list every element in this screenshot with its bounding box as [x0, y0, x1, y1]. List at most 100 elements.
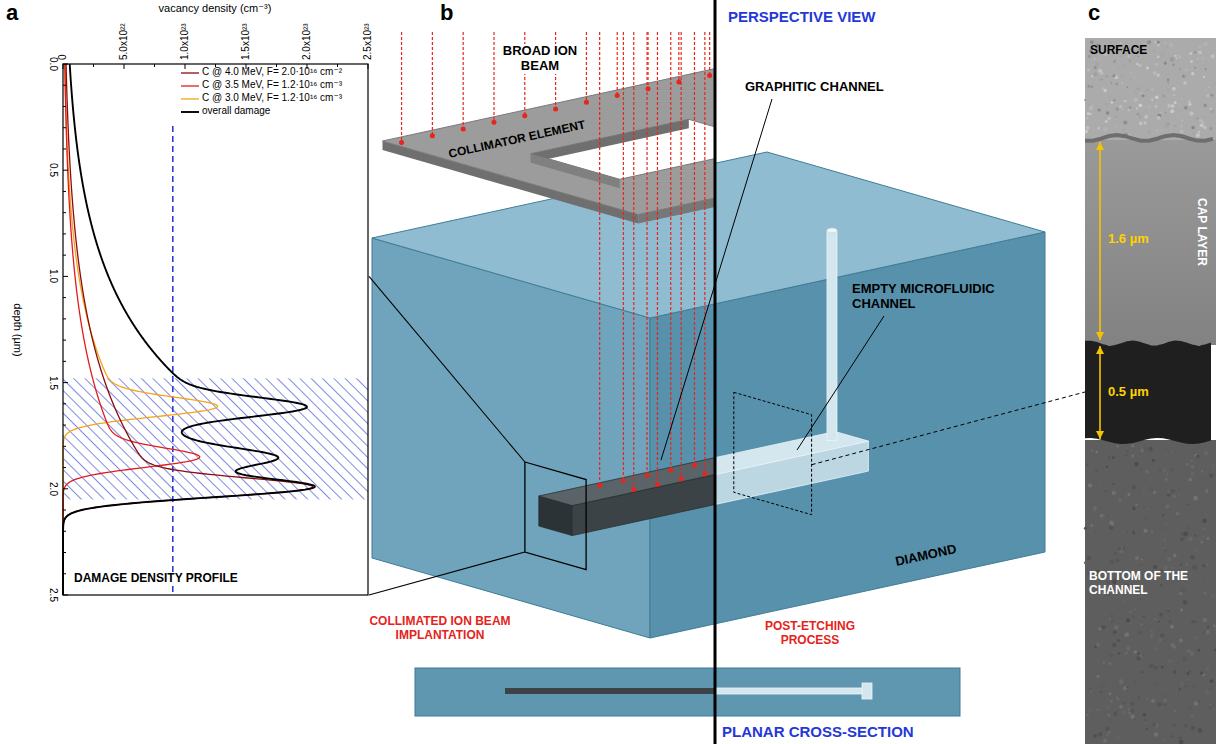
sem-texture: [1155, 95, 1159, 99]
sem-texture: [1143, 529, 1147, 533]
ion-stop-point: [491, 120, 496, 125]
sem-texture: [1141, 671, 1143, 673]
sem-texture: [1118, 652, 1121, 655]
empty-channel-section: [715, 688, 870, 694]
sem-texture: [1097, 127, 1100, 130]
sem-texture: [1161, 53, 1165, 57]
sem-texture: [1118, 499, 1122, 503]
sem-texture: [1111, 447, 1112, 448]
leader-line: [661, 99, 772, 460]
perspective-view: [369, 59, 1085, 638]
sem-texture: [1199, 46, 1201, 48]
sem-texture: [1157, 56, 1160, 59]
sem-texture: [1097, 458, 1099, 460]
sem-texture: [1163, 699, 1167, 703]
sem-texture: [1203, 104, 1207, 108]
tick-label: 1.5x10²³: [240, 23, 252, 60]
ion-stop-point: [692, 462, 697, 467]
sem-texture: [1190, 472, 1194, 476]
sem-texture: [1162, 94, 1165, 97]
sem-cap-layer: [1085, 140, 1216, 345]
tick-label: 0.0: [48, 57, 60, 71]
sem-texture: [1143, 516, 1147, 520]
sem-texture: [1154, 51, 1155, 52]
sem-texture: [1174, 101, 1177, 104]
empty-channel-face: [715, 432, 868, 506]
sem-texture: [1130, 79, 1132, 81]
sem-texture: [1157, 116, 1161, 120]
sem-texture: [1205, 68, 1207, 70]
sem-texture: [1135, 503, 1137, 505]
ion-stop-point: [679, 477, 684, 482]
sem-texture: [1193, 701, 1198, 706]
sem-texture: [1140, 468, 1141, 469]
section-link-line: [812, 392, 1085, 465]
sem-texture: [1111, 82, 1113, 84]
sem-texture: [1202, 57, 1204, 59]
dimension-arrow: [1099, 142, 1101, 340]
sem-texture: [1086, 126, 1090, 130]
legend-label: C @ 3.5 MeV, F= 1.2·10¹⁶ cm⁻³: [202, 79, 342, 91]
sem-texture: [1154, 666, 1158, 670]
sem-texture: [1197, 58, 1199, 60]
damage-curve: [63, 64, 200, 595]
legend-sample-line: [181, 72, 199, 73]
sem-texture: [1205, 90, 1207, 92]
separator-line: [714, 0, 717, 744]
tick-label: 5.0x10²²: [118, 23, 130, 60]
sem-texture: [1087, 69, 1090, 72]
sem-texture: [1114, 625, 1118, 629]
sem-texture: [1103, 739, 1107, 743]
sem-texture: [1166, 480, 1170, 484]
sem-texture: [1178, 688, 1181, 691]
sem-texture: [1091, 86, 1093, 88]
sem-texture: [1100, 71, 1103, 74]
sem-texture: [1131, 673, 1135, 677]
sem-texture: [1123, 599, 1127, 603]
panel-letter: c: [1088, 0, 1100, 25]
sem-texture: [1151, 81, 1153, 83]
sem-texture: [1144, 719, 1147, 722]
sem-texture: [1130, 639, 1132, 641]
sem-texture: [1149, 450, 1152, 453]
sem-texture: [1128, 109, 1131, 112]
sem-texture: [1160, 130, 1161, 131]
sem-texture: [1180, 538, 1183, 541]
sem-texture: [1129, 698, 1130, 699]
ion-trajectory: [463, 32, 464, 129]
sem-texture: [1167, 88, 1170, 91]
view-title: PERSPECTIVE VIEW: [728, 8, 876, 25]
sem-texture: [1166, 46, 1168, 48]
sem-texture: [1126, 618, 1130, 622]
legend-sample-line: [181, 85, 199, 86]
ion-trajectory: [633, 32, 634, 489]
sem-texture: [1170, 57, 1174, 61]
sem-texture: [1129, 610, 1132, 613]
sem-texture: [1089, 701, 1090, 702]
sem-texture: [1122, 547, 1125, 550]
sem-texture: [1180, 737, 1182, 739]
sem-texture: [1098, 732, 1103, 737]
sem-texture: [1113, 60, 1116, 63]
sem-texture: [1157, 44, 1160, 47]
sem-texture: [1176, 512, 1180, 516]
sem-texture: [1149, 583, 1153, 587]
sem-texture: [1123, 686, 1127, 690]
legend-sample-line: [181, 111, 199, 113]
sem-texture: [1114, 712, 1118, 716]
sem-texture: [1138, 696, 1141, 699]
ion-trajectory: [401, 32, 402, 142]
diamond-section: [415, 668, 960, 716]
sem-label: CAP LAYER: [1194, 198, 1208, 266]
sem-texture: [1100, 683, 1104, 687]
sem-texture: [1185, 69, 1187, 71]
tick-label: 2.0x10²³: [301, 23, 313, 60]
sem-texture: [1100, 79, 1101, 80]
sem-texture: [1152, 459, 1155, 462]
sem-texture: [1177, 556, 1179, 558]
ion-trajectory: [694, 32, 695, 465]
sem-texture: [1184, 724, 1188, 728]
sem-texture: [1130, 72, 1132, 74]
